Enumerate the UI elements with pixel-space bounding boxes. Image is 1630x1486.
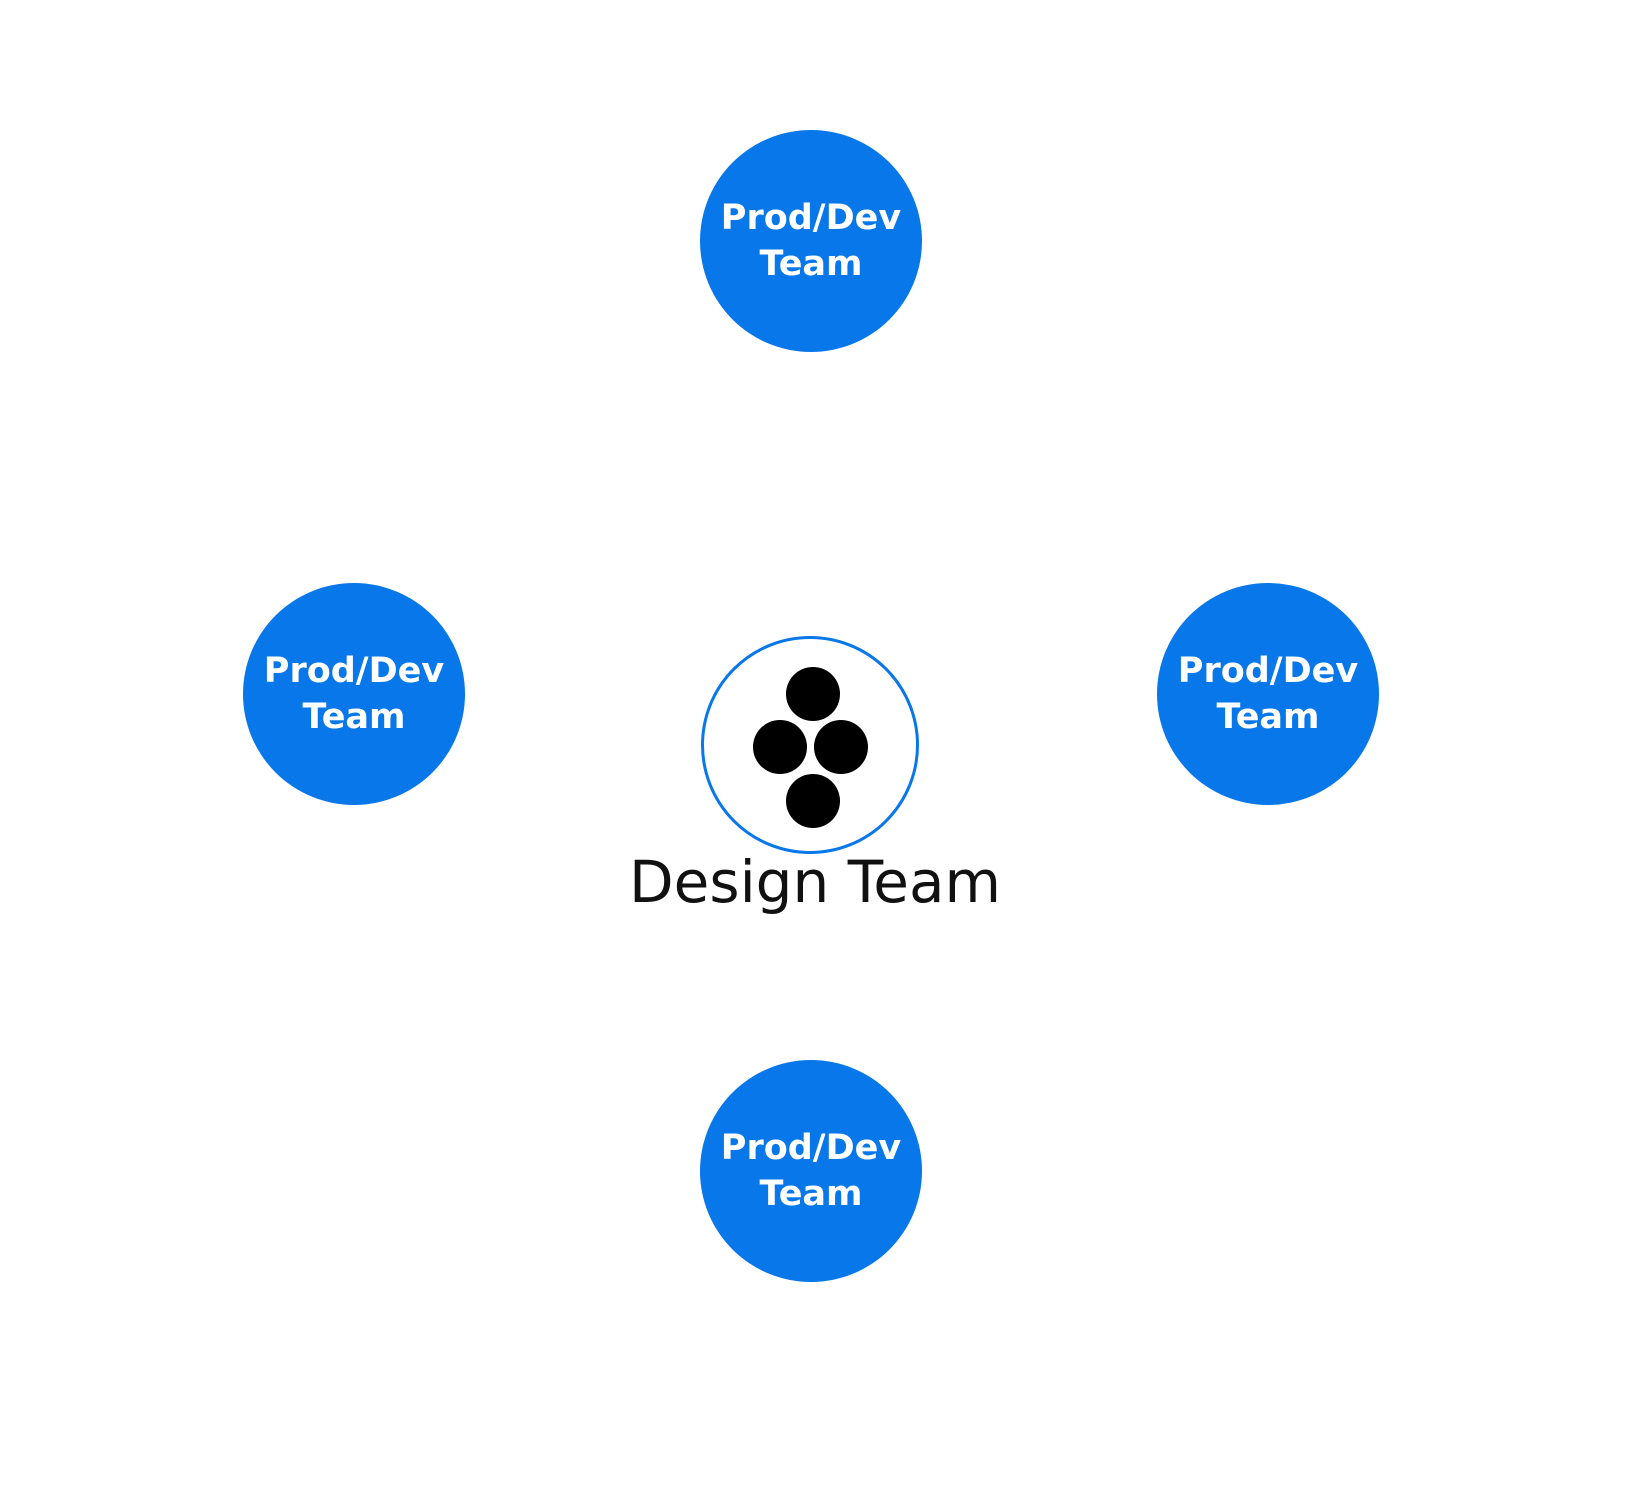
- design-team-label: Design Team: [629, 848, 1001, 916]
- team-label: Prod/Dev Team: [720, 1128, 902, 1214]
- design-team-hub: [701, 636, 919, 854]
- team-node-left: Prod/Dev Team: [243, 583, 465, 805]
- team-node-top: Prod/Dev Team: [700, 130, 922, 352]
- people-group-icon: [753, 667, 868, 828]
- team-label: Prod/Dev Team: [720, 198, 902, 284]
- team-node-right: Prod/Dev Team: [1157, 583, 1379, 805]
- team-label: Prod/Dev Team: [263, 651, 445, 737]
- team-label: Prod/Dev Team: [1177, 651, 1359, 737]
- team-node-bottom: Prod/Dev Team: [700, 1060, 922, 1282]
